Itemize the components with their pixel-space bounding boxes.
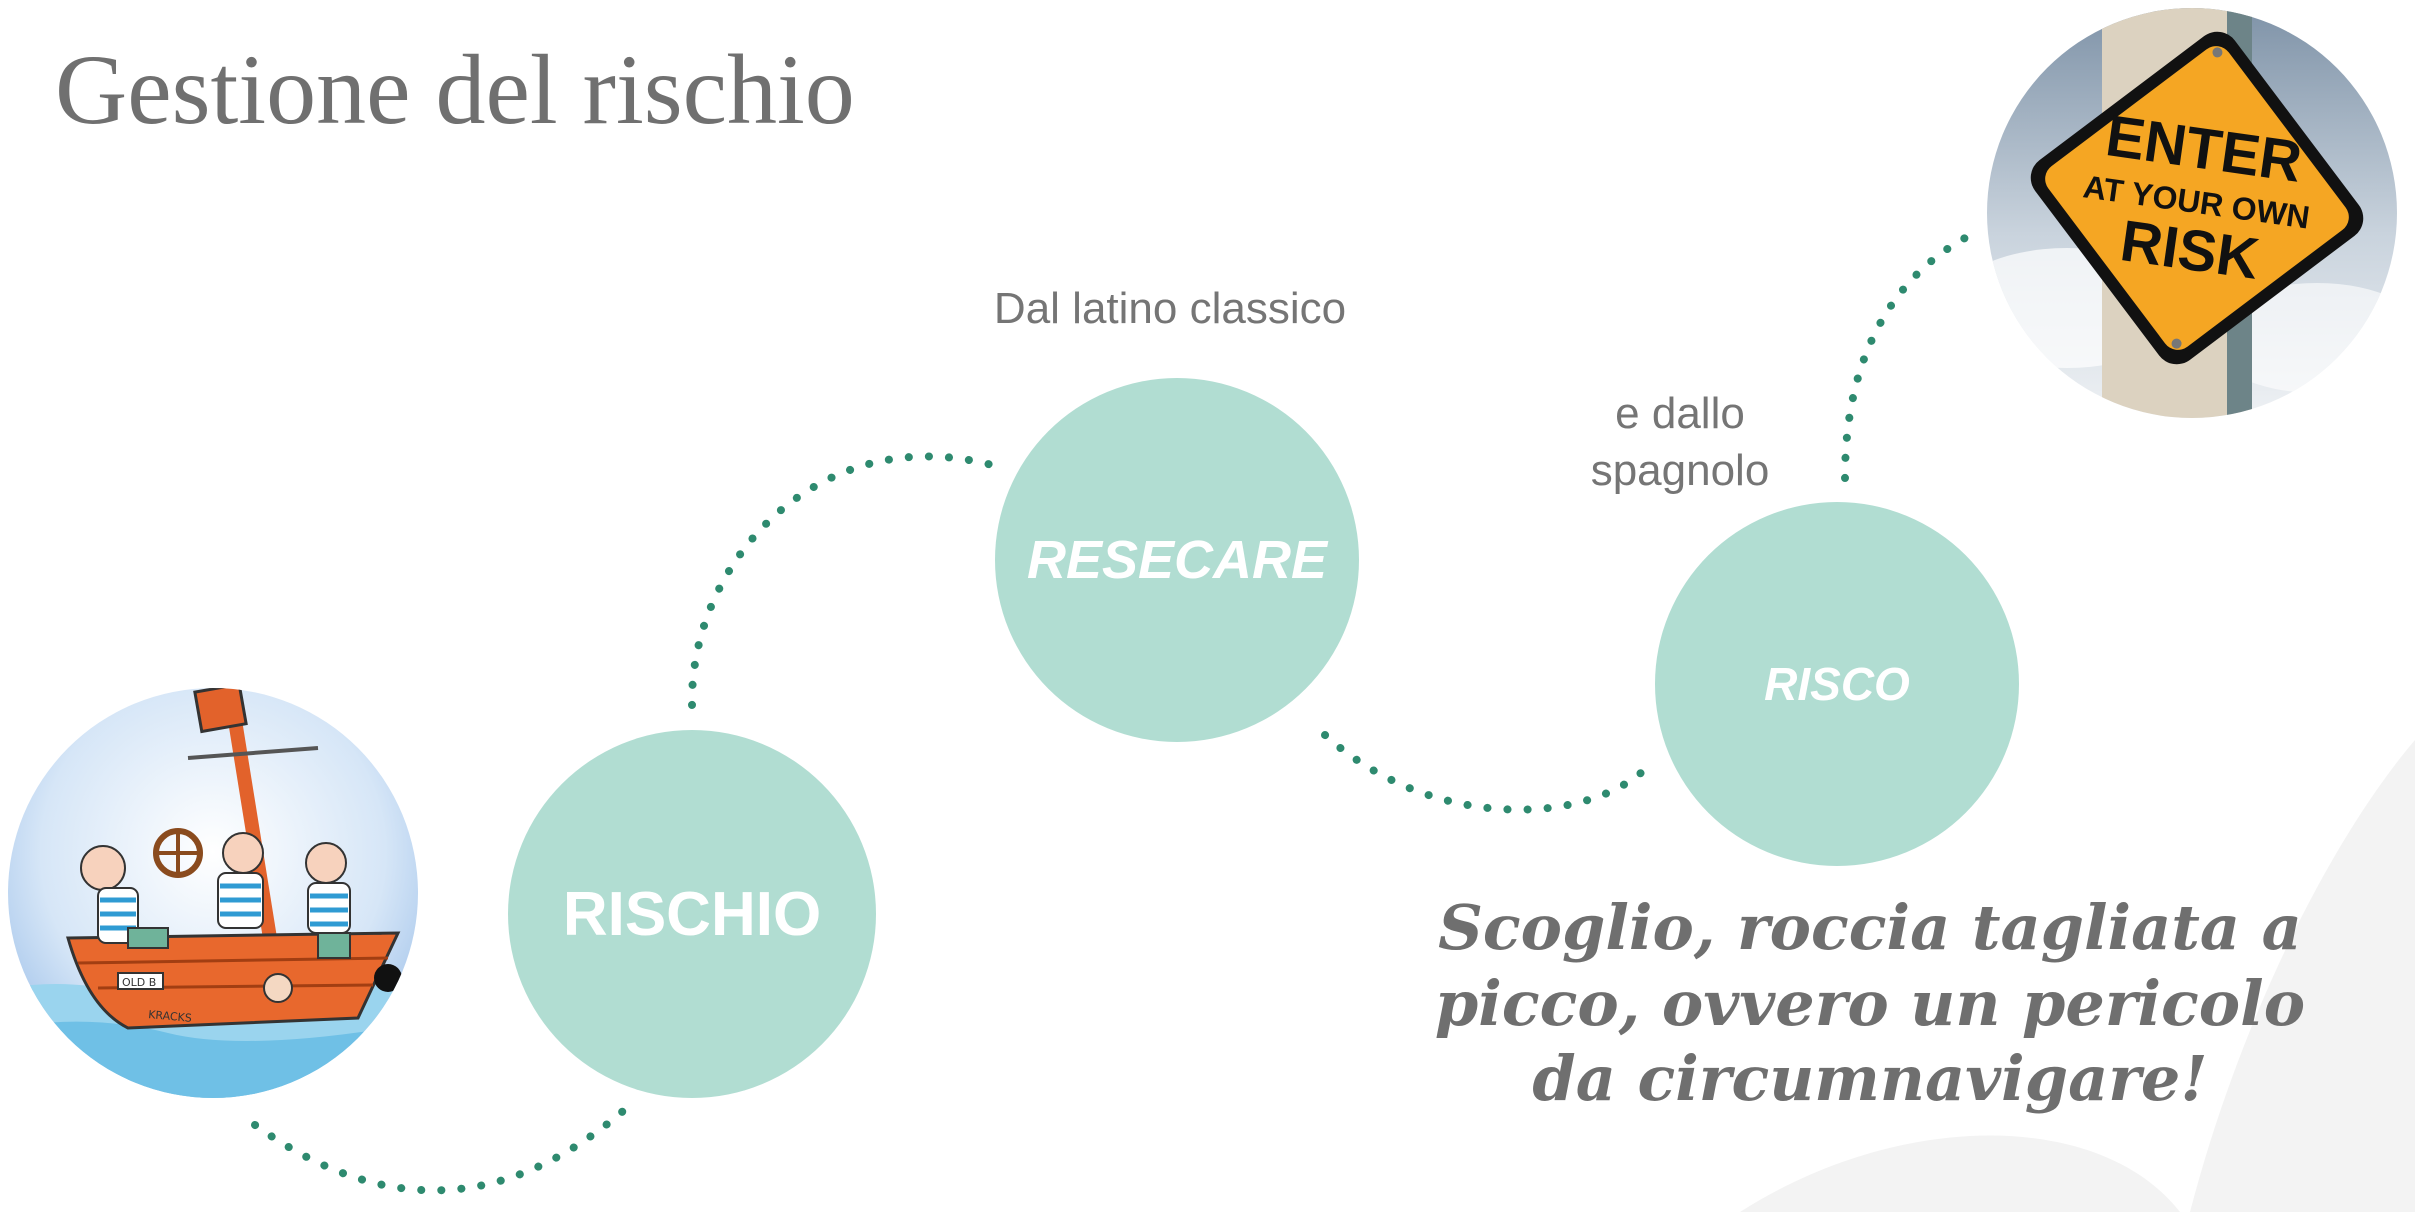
circle-risco: RISCO	[1655, 502, 2019, 866]
page-title: Gestione del rischio	[55, 34, 855, 145]
dotted-path-boat-to-rischio	[251, 1101, 634, 1195]
circle-rischio: RISCHIO	[508, 730, 876, 1098]
boat-cracks-text: KRACKS	[148, 1008, 193, 1025]
risk-sign-image: ENTER AT YOUR OWN RISK	[1987, 8, 2397, 418]
sinking-boat-image: OLD B KRACKS	[8, 688, 418, 1098]
circle-risco-label: RISCO	[1764, 658, 1910, 710]
dotted-path-rischio-to-resecare	[687, 452, 996, 709]
circle-resecare-label: RESECARE	[1026, 530, 1328, 590]
boat-name-text: OLD B	[122, 976, 156, 989]
circle-resecare: RESECARE	[995, 378, 1359, 742]
dotted-path-risco-to-sign	[1841, 234, 1969, 482]
quote-text: Scoglio, roccia tagliata a picco, ovvero…	[1434, 891, 2306, 1116]
dotted-path-resecare-to-risco	[1321, 731, 1646, 814]
label-latin: Dal latino classico	[993, 284, 1347, 333]
circle-rischio-label: RISCHIO	[562, 879, 822, 949]
label-spanish: e dallo spagnolo	[1590, 389, 1770, 496]
